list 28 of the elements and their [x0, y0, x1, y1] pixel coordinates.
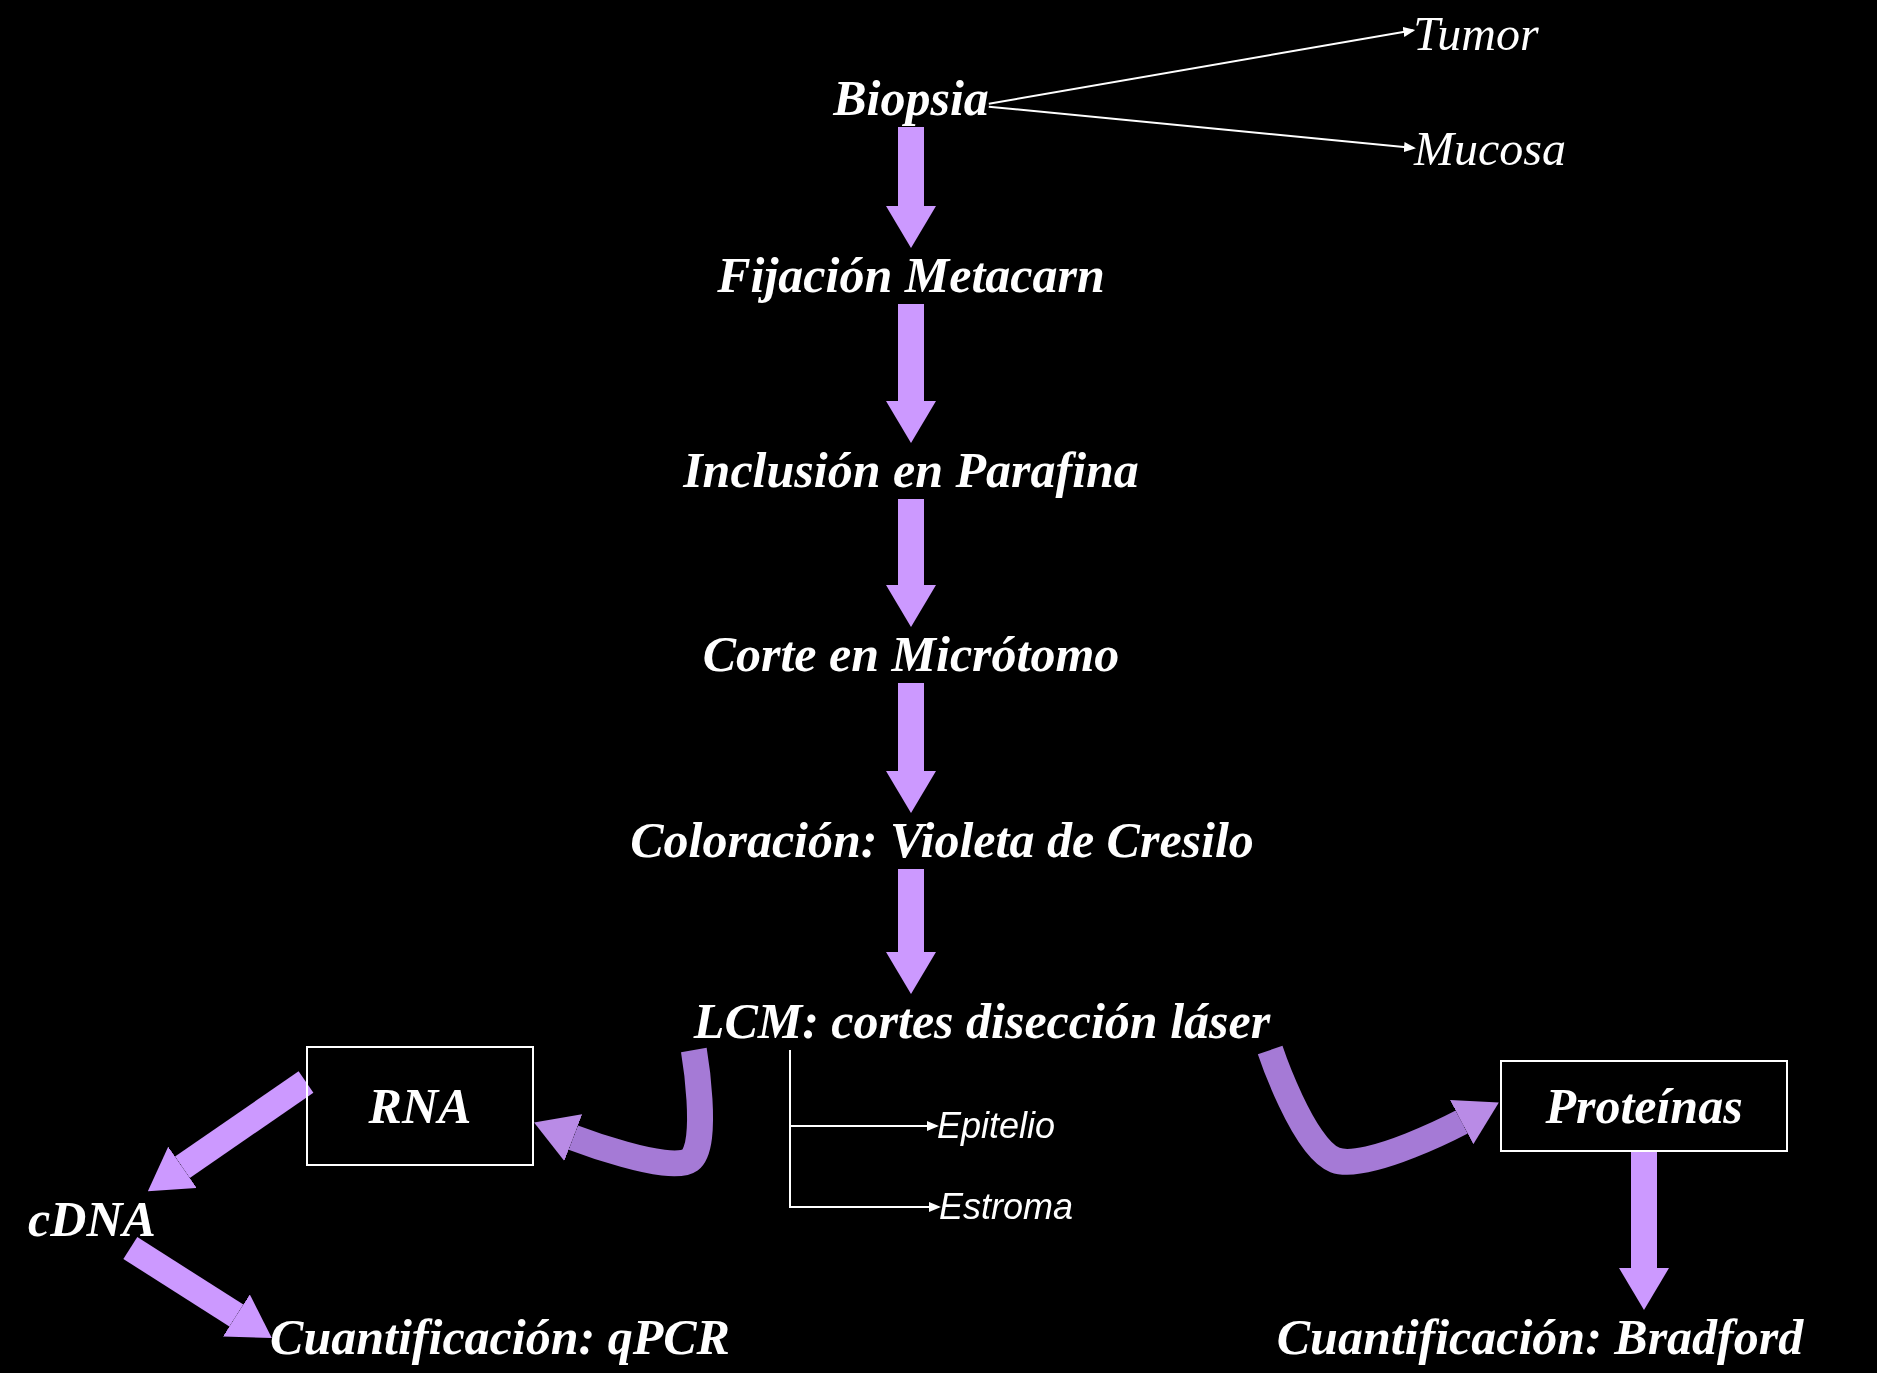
block-arrow: [1619, 1152, 1669, 1310]
step-text: Tumor: [1413, 6, 1539, 60]
step-text: Corte en Micrótomo: [702, 626, 1120, 682]
step-text: Estroma: [939, 1186, 1073, 1227]
block-arrow: [886, 127, 936, 248]
step-box: RNA: [306, 1046, 534, 1166]
block-arrow: [886, 499, 936, 627]
step-text: Coloración: Violeta de Cresilo: [630, 812, 1254, 868]
step-text: LCM: cortes disección láser: [693, 993, 1271, 1049]
step-text: Cuantificación: Bradford: [1276, 1309, 1804, 1365]
step-text: Cuantificación: qPCR: [270, 1309, 730, 1365]
step-box: Proteínas: [1500, 1060, 1788, 1152]
step-text: Fijación Metacarn: [717, 247, 1105, 303]
step-text: Inclusión en Parafina: [683, 442, 1139, 498]
block-arrow: [123, 1237, 272, 1339]
arrow: [987, 105, 1416, 152]
curved-block-arrow: [533, 1047, 713, 1177]
block-arrow: [147, 1071, 314, 1192]
step-text: Biopsia: [833, 70, 989, 126]
step-text: cDNA: [28, 1191, 156, 1247]
block-arrow: [886, 304, 936, 443]
step-text: Epitelio: [936, 1105, 1056, 1146]
block-arrow: [886, 683, 936, 813]
block-arrow: [886, 869, 936, 994]
arrow: [789, 1049, 941, 1212]
arrow: [987, 27, 1416, 105]
curved-block-arrow: [1257, 1045, 1499, 1175]
step-text: Mucosa: [1414, 121, 1566, 175]
